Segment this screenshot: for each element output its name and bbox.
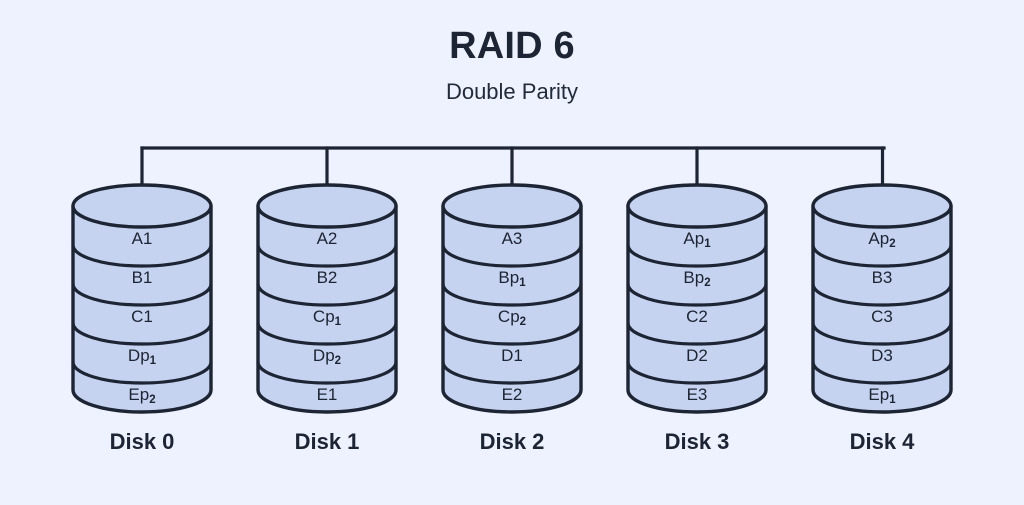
block-divider-4: [256, 361, 398, 385]
cylinder-top-cap: [71, 183, 213, 229]
block-divider-1: [441, 244, 583, 268]
disk-2[interactable]: A3 Bp1 Cp2 D1 E2 Disk 2: [441, 182, 583, 482]
disk-block: Bp2: [683, 268, 711, 289]
disk-block: D3: [871, 346, 893, 365]
block-label-group: A3 Bp1 Cp2 D1 E2: [441, 182, 583, 414]
block-label-group: A1 B1 C1 Dp1 Ep2: [71, 182, 213, 414]
cylinder-shape: [256, 183, 398, 414]
cylinder-shape: [626, 183, 768, 414]
disk-cylinder: Ap1 Bp2 C2 D2 E3: [626, 182, 768, 414]
disk-block: A2: [316, 229, 338, 248]
disk-cylinder: A1 B1 C1 Dp1 Ep2: [71, 182, 213, 414]
block-divider-3: [256, 322, 398, 346]
disk-3[interactable]: Ap1 Bp2 C2 D2 E3 Disk 3: [626, 182, 768, 482]
block-divider-1: [71, 244, 213, 268]
heading-block: RAID 6 Double Parity: [0, 25, 1024, 104]
disk-block: B1: [131, 268, 153, 287]
block-label-group: Ap2 B3 C3 D3 Ep1: [811, 182, 953, 414]
disk-0[interactable]: A1 B1 C1 Dp1 Ep2 Disk 0: [71, 182, 213, 482]
block-divider-2: [441, 283, 583, 307]
disk-1[interactable]: A2 B2 Cp1 Dp2 E1 Disk 1: [256, 182, 398, 482]
disk-block: D1: [501, 346, 523, 365]
disk-block: Ap2: [868, 229, 896, 250]
disk-caption: Disk 3: [664, 429, 730, 454]
block-divider-4: [71, 361, 213, 385]
block-divider-2: [256, 283, 398, 307]
block-label-group: Ap1 Bp2 C2 D2 E3: [626, 182, 768, 414]
disk-array: A1 B1 C1 Dp1 Ep2 Disk 0: [0, 182, 1024, 482]
cylinder-top-cap: [811, 183, 953, 229]
disk-block: Ap1: [683, 229, 711, 250]
disk-block: Bp1: [498, 268, 526, 289]
disk-block: Dp2: [312, 346, 342, 367]
cylinder-top-cap: [256, 183, 398, 229]
cylinder-shape: [71, 183, 213, 414]
disk-caption: Disk 1: [294, 429, 360, 454]
cylinder-body: [256, 204, 398, 414]
cylinder-body: [626, 204, 768, 414]
disk-block: Cp2: [497, 307, 527, 328]
block-divider-2: [626, 283, 768, 307]
block-divider-1: [626, 244, 768, 268]
disk-caption: Disk 0: [109, 429, 175, 454]
page-subtitle: Double Parity: [445, 78, 579, 104]
cylinder-shape: [441, 183, 583, 414]
disk-block: Cp1: [312, 307, 342, 328]
disk-cylinder: A2 B2 Cp1 Dp2 E1: [256, 182, 398, 414]
disk-block: E1: [316, 385, 338, 404]
disk-caption: Disk 2: [479, 429, 545, 454]
cylinder-body: [811, 204, 953, 414]
block-divider-3: [441, 322, 583, 346]
disk-caption: Disk 4: [849, 429, 915, 454]
block-divider-4: [626, 361, 768, 385]
block-divider-3: [71, 322, 213, 346]
block-divider-4: [441, 361, 583, 385]
disk-cylinder: A3 Bp1 Cp2 D1 E2: [441, 182, 583, 414]
disk-block: B2: [316, 268, 338, 287]
cylinder-top-cap: [626, 183, 768, 229]
disk-block: C3: [871, 307, 893, 326]
disk-block: A3: [501, 229, 523, 248]
disk-block: D2: [686, 346, 708, 365]
disk-block: E3: [686, 385, 708, 404]
cylinder-body: [441, 204, 583, 414]
disk-block: E2: [501, 385, 523, 404]
disk-cylinder: Ap2 B3 C3 D3 Ep1: [811, 182, 953, 414]
disk-block: C1: [131, 307, 153, 326]
cylinder-top-cap: [441, 183, 583, 229]
disk-block: B3: [871, 268, 893, 287]
disk-block: Ep2: [128, 385, 156, 406]
block-divider-4: [811, 361, 953, 385]
disk-4[interactable]: Ap2 B3 C3 D3 Ep1 Disk 4: [811, 182, 953, 482]
block-divider-2: [71, 283, 213, 307]
cylinder-shape: [811, 183, 953, 414]
block-divider-1: [256, 244, 398, 268]
disk-block: C2: [686, 307, 708, 326]
disk-block: A1: [131, 229, 153, 248]
page-title: RAID 6: [449, 25, 575, 67]
cylinder-body: [71, 204, 213, 414]
block-label-group: A2 B2 Cp1 Dp2 E1: [256, 182, 398, 414]
block-divider-1: [811, 244, 953, 268]
block-divider-3: [626, 322, 768, 346]
block-divider-3: [811, 322, 953, 346]
disk-block: Ep1: [868, 385, 896, 406]
block-divider-2: [811, 283, 953, 307]
disk-block: Dp1: [127, 346, 157, 367]
